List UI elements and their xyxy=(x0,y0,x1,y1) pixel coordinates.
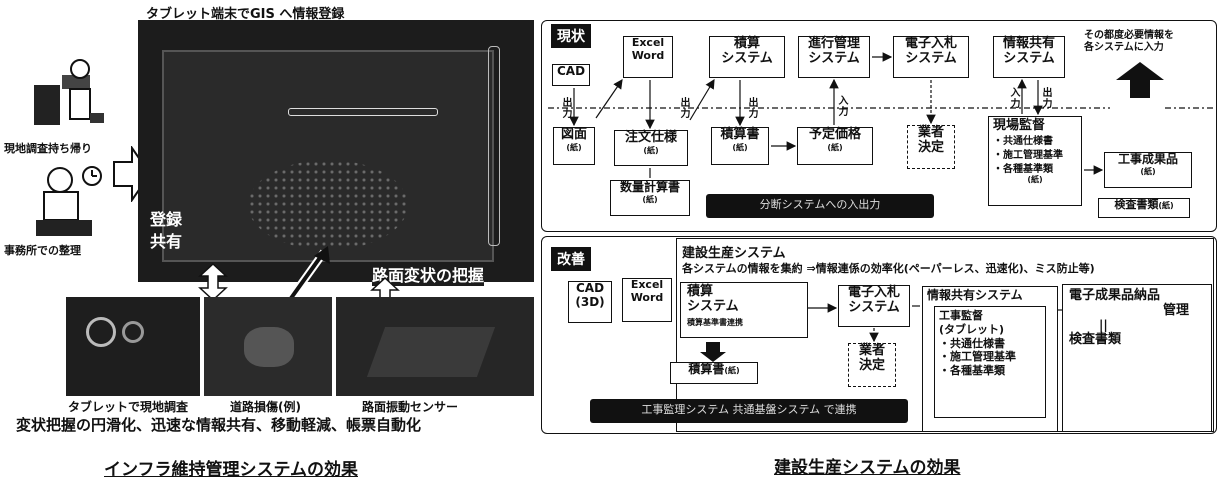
bottom-cad-box: CAD(3D) xyxy=(568,281,612,323)
left-bottom-title: インフラ維持管理システムの効果 xyxy=(104,460,358,480)
map-scatter xyxy=(248,160,408,250)
top-io-label-1: 出力 xyxy=(562,98,573,120)
top-shinko-box: 進行管理システム xyxy=(798,36,870,78)
top-kensa-box: 検査書類(紙) xyxy=(1098,198,1190,218)
top-gyosha-box: 業者決定 xyxy=(907,125,955,169)
improved-label: 改善 xyxy=(551,247,591,271)
top-io-label-2: 出力 xyxy=(680,98,691,120)
caption-tablet-survey: タブレットで現地調査 xyxy=(68,400,189,414)
top-cad-box: CAD xyxy=(552,64,590,86)
tablet-title: タブレット端末でGIS へ情報登録 xyxy=(146,7,345,22)
road-sensor-photo xyxy=(336,297,534,396)
bottom-sekisan-box: 積算システム 積算基準書連携 xyxy=(680,282,808,338)
improved-panel xyxy=(541,236,1217,434)
top-yotei-box: 予定価格(紙) xyxy=(797,127,873,165)
current-label: 現状 xyxy=(551,24,591,48)
top-genba-box: 現場監督 ・共通仕様書 ・施工管理基準 ・各種基準類 (紙) xyxy=(988,116,1082,206)
system-title: 建設生産システム xyxy=(682,246,786,261)
office-label: 事務所での整理 xyxy=(4,244,81,257)
top-note: その都度必要情報を各システムに入力 xyxy=(1084,30,1174,53)
bottom-sekisansho-box: 積算書(紙) xyxy=(670,362,758,384)
top-io-label-4: 入力 xyxy=(838,96,849,118)
top-joho-box: 情報共有システム xyxy=(993,36,1065,78)
top-chumon-box: 注文仕様(紙) xyxy=(614,130,688,166)
top-sekisan-box: 積算システム xyxy=(709,36,785,78)
up-arrow-icon xyxy=(1116,62,1164,98)
bottom-seika-box: 電子成果品納品 管理 || 検査書類 xyxy=(1062,284,1212,432)
bottom-denshi-box: 電子入札システム xyxy=(838,285,910,327)
tablet-survey-photo xyxy=(66,297,200,396)
effects-line: 変状把握の円滑化、迅速な情報共有、移動軽減、帳票自動化 xyxy=(16,416,422,434)
bottom-gyosha-box: 業者決定 xyxy=(848,343,896,387)
top-io-label-6: 出力 xyxy=(1042,88,1053,110)
field-survey-label: 現地調査持ち帰り xyxy=(4,142,92,155)
top-denshi-box: 電子入札システム xyxy=(893,36,969,78)
current-panel xyxy=(541,20,1217,232)
register-label: 登録 xyxy=(149,210,182,229)
system-sub: 各システムの情報を集約 ⇒情報連係の効率化(ペーパーレス、迅速化)、ミス防止等) xyxy=(682,262,1095,275)
tablet-pen xyxy=(488,46,500,246)
top-io-label-3: 出力 xyxy=(748,98,759,120)
caption-road-sensor: 路面振動センサー xyxy=(362,400,459,414)
bottom-joho-inner: 工事監督 (タブレット) ・共通仕様書 ・施工管理基準 ・各種基準類 xyxy=(934,306,1046,418)
field-survey-person-icon xyxy=(34,59,104,125)
top-zumen-box: 図面(紙) xyxy=(553,127,595,165)
share-label: 共有 xyxy=(149,232,182,251)
top-sekisansho-box: 積算書(紙) xyxy=(711,127,769,165)
caption-road-damage: 道路損傷(例) xyxy=(230,400,301,414)
bottom-bar: 工事監理システム 共通基盤システム で連携 xyxy=(590,399,908,423)
top-suryo-box: 数量計算書(紙) xyxy=(610,180,690,216)
road-label: 路面変状の把握 xyxy=(372,262,485,286)
office-person-icon xyxy=(36,166,102,236)
top-kouji-box: 工事成果品(紙) xyxy=(1104,152,1192,188)
road-damage-photo xyxy=(204,297,332,396)
top-bar: 分断システムへの入出力 xyxy=(706,194,934,218)
tablet-slot xyxy=(288,108,438,116)
top-io-label-5: 入力 xyxy=(1010,88,1021,110)
right-bottom-title: 建設生産システムの効果 xyxy=(774,458,961,478)
